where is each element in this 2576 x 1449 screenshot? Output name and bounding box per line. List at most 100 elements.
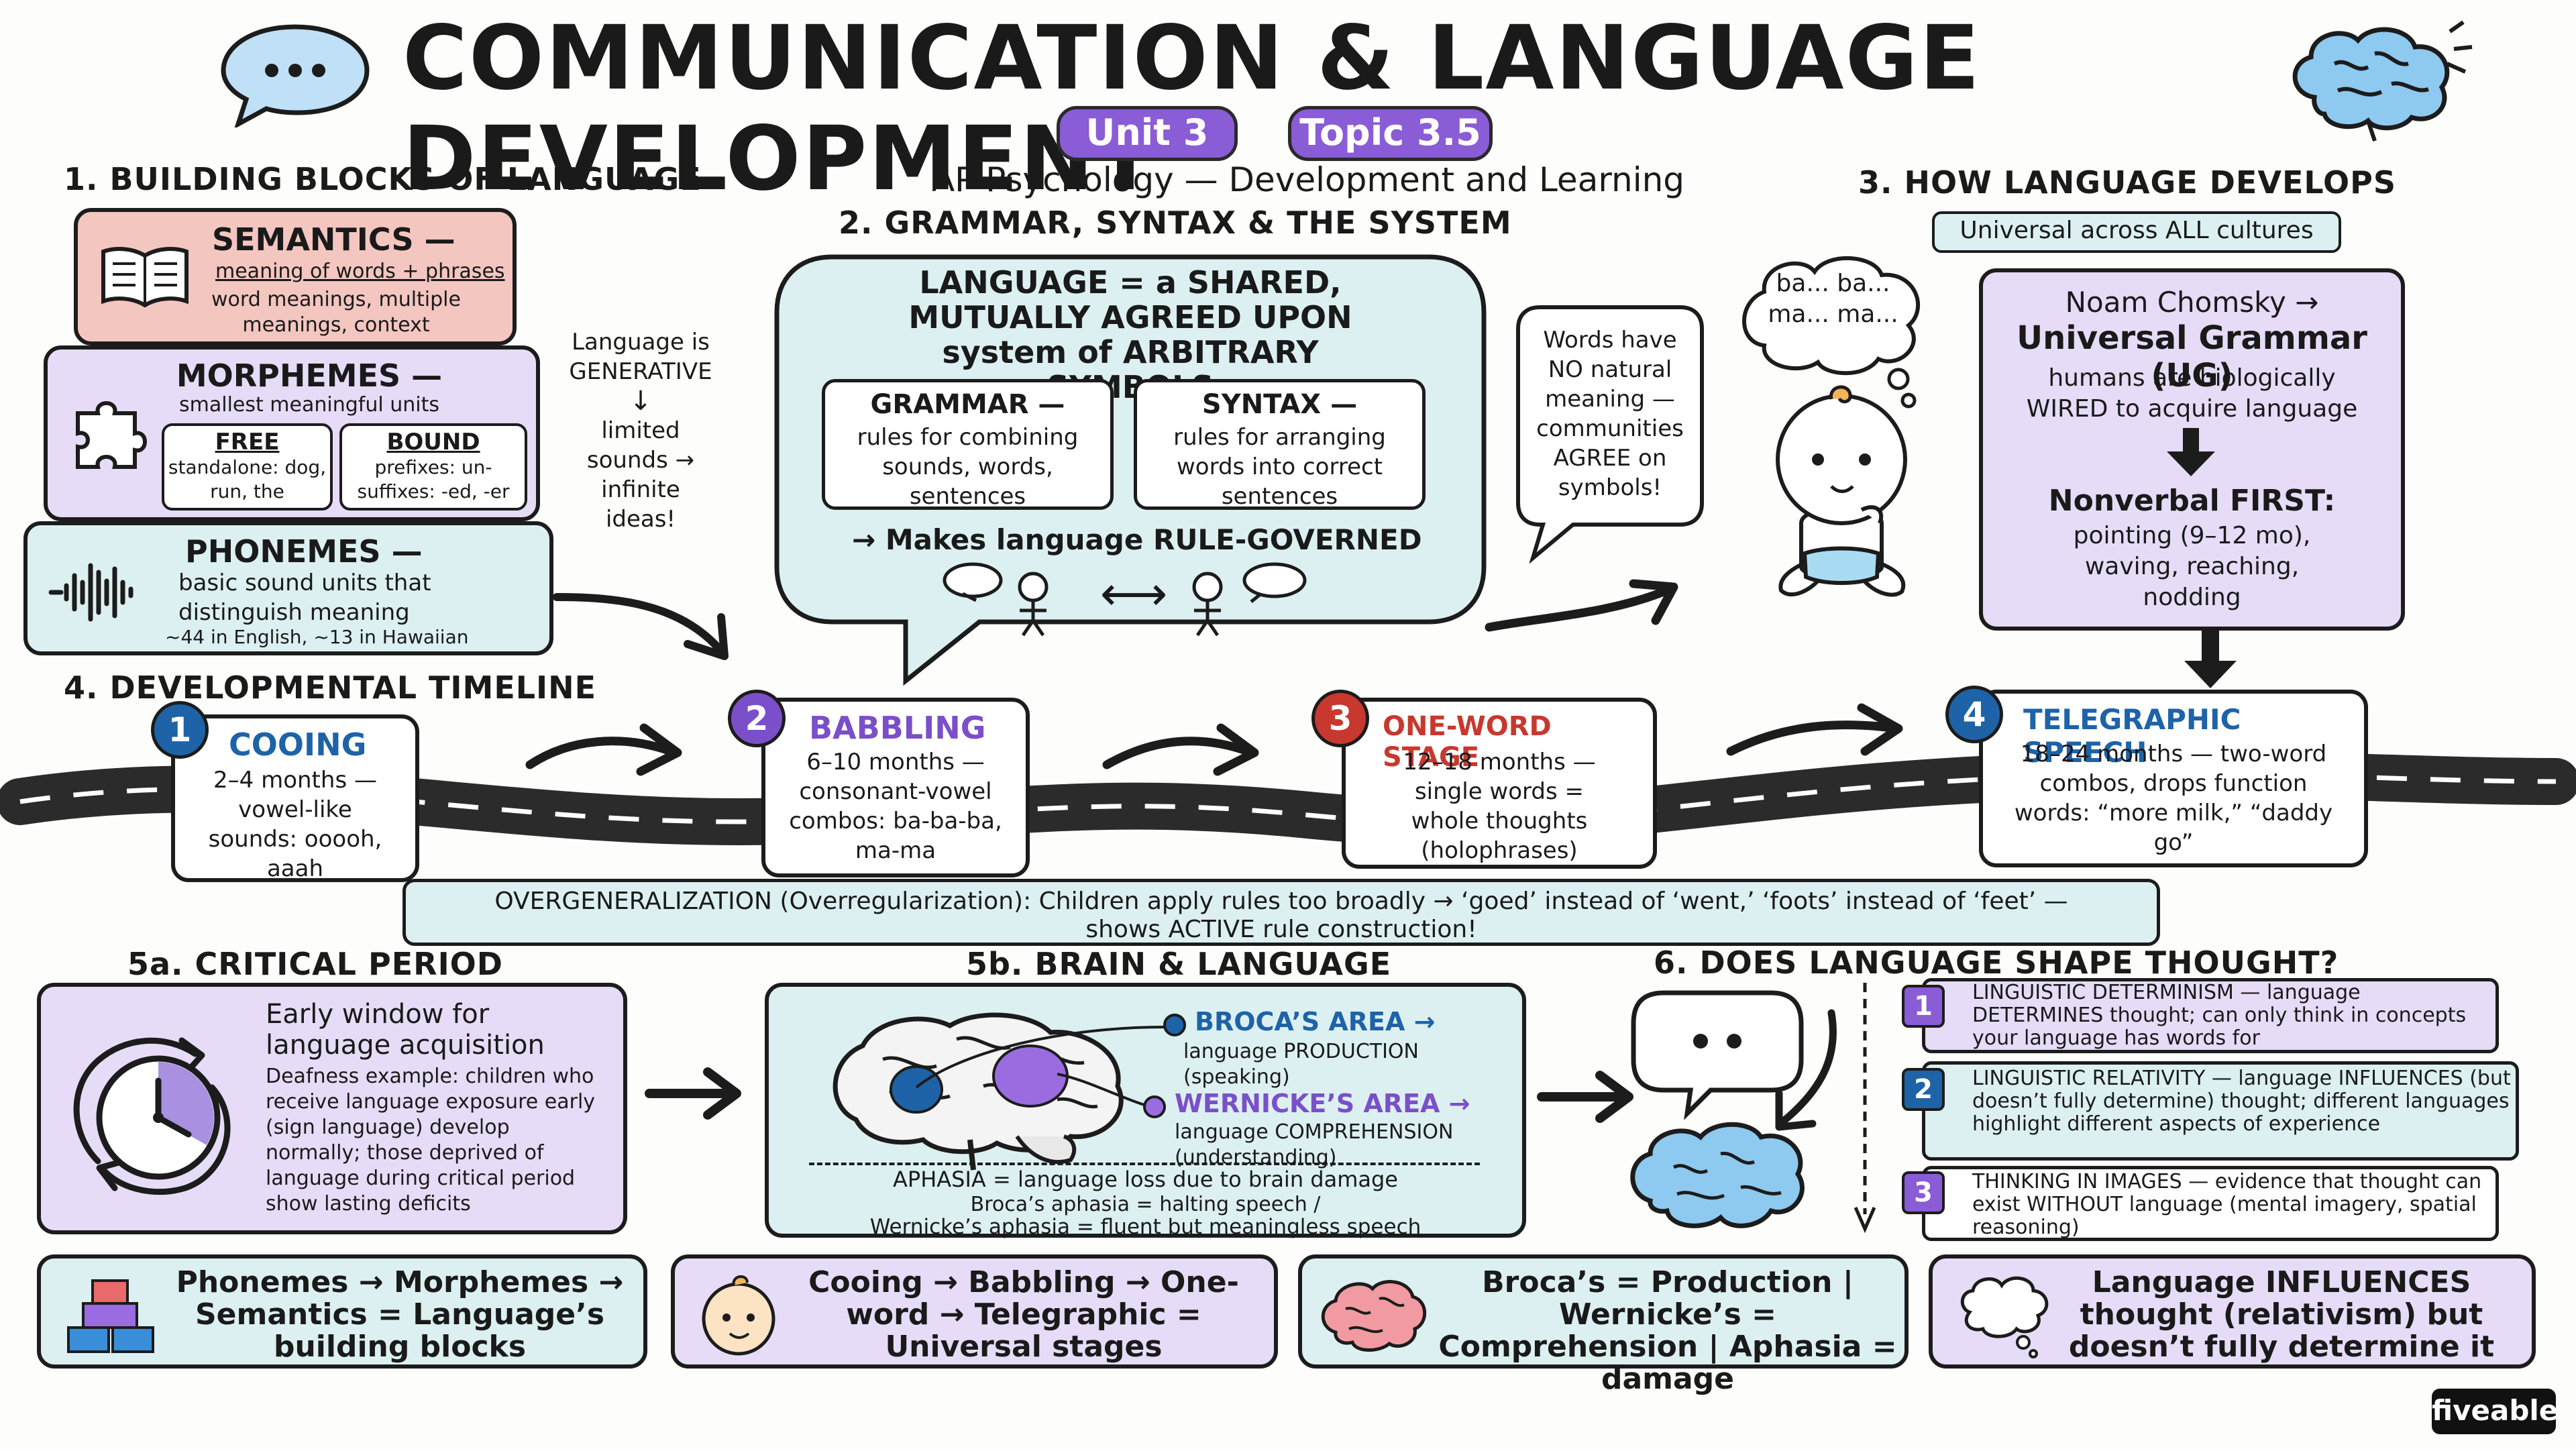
grammar-title: GRAMMAR —: [870, 389, 1065, 420]
wernicke-title: WERNICKE’S AREA →: [1175, 1089, 1470, 1118]
thought-cloud-icon: [1960, 1276, 2049, 1358]
summary-thought-text: Language INFLUENCES thought (relativism)…: [2068, 1265, 2495, 1364]
overgen-line-2: shows ACTIVE rule construction!: [1085, 916, 1477, 943]
page-title: COMMUNICATION & LANGUAGE DEVELOPMENT: [402, 7, 1982, 211]
exchange-arrow: ⟷: [1099, 566, 1168, 621]
semantics-body: word meanings, multiple meanings, contex…: [211, 288, 461, 337]
nonverbal-body: pointing (9–12 mo), waving, reaching, no…: [2073, 522, 2311, 611]
morphemes-sub: smallest meaningful units: [179, 393, 439, 417]
summary-brain-text: Broca’s = Production | Wernicke’s = Comp…: [1438, 1265, 1897, 1396]
phonemes-note: ~44 in English, ~13 in Hawaiian: [165, 626, 469, 648]
images-num: 3: [1902, 1171, 1945, 1214]
brain-language-box: BROCA’S AREA → language PRODUCTION (spea…: [765, 983, 1526, 1239]
section-1-title: 1. BUILDING BLOCKS OF LANGUAGE: [64, 161, 702, 197]
section-5a-title: 5a. CRITICAL PERIOD: [127, 946, 503, 982]
bound-morpheme-box: BOUND prefixes: un- suffixes: -ed, -er: [339, 423, 527, 511]
arrow-to-baby-icon: [1485, 579, 1678, 632]
semantics-box: SEMANTICS — meaning of words + phrases w…: [74, 208, 517, 345]
stage-one-word-card: ONE-WORD STAGE 12–18 months — single wor…: [1342, 698, 1657, 869]
section-4-title: 4. DEVELOPMENTAL TIMELINE: [64, 669, 597, 706]
broca-body: language PRODUCTION (speaking): [1183, 1040, 1419, 1089]
section-5b-title: 5b. BRAIN & LANGUAGE: [966, 946, 1392, 982]
phonemes-box: PHONEMES — basic sound units that distin…: [23, 521, 553, 655]
aphasia-def: APHASIA = language loss due to brain dam…: [893, 1167, 1398, 1192]
morphemes-title: MORPHEMES —: [176, 358, 443, 394]
images-text: THINKING IN IMAGES — evidence that thoug…: [1972, 1170, 2482, 1239]
broca-dot: [1163, 1014, 1186, 1036]
words-bubble-shape: [1516, 305, 1704, 564]
overgeneralization-banner: OVERGENERALIZATION (Overregularization):…: [402, 879, 2160, 946]
stage-babbling-title: BABBLING: [809, 710, 986, 746]
wernicke-body: language COMPREHENSION (understanding): [1175, 1120, 1454, 1169]
critical-period-box: Early window for language acquisition De…: [37, 983, 627, 1234]
syntax-body: rules for arranging words into correct s…: [1173, 424, 1386, 510]
determinism-card: LINGUISTIC DETERMINISM — language DETERM…: [1922, 978, 2499, 1053]
grammar-body: rules for combining sounds, words, sente…: [857, 424, 1079, 510]
baby-thought-text: ba... ba... ma... ma...: [1768, 270, 1898, 328]
stage-babbling-card: BABBLING 6–10 months — consonant-vowel c…: [761, 698, 1030, 877]
summary-stages-text: Cooing → Babbling → One-word → Telegraph…: [808, 1265, 1239, 1364]
arrow-right-icon: [645, 1067, 741, 1120]
stage-4-badge: 4: [1945, 686, 2003, 743]
free-body: standalone: dog, run, the: [168, 456, 327, 502]
stage-cooing-body: 2–4 months — vowel-like sounds: ooooh, a…: [208, 767, 382, 882]
arrow-to-grammar-icon: [553, 593, 729, 660]
summary-building-blocks: Phonemes → Morphemes → Semantics = Langu…: [37, 1254, 647, 1368]
brain-diagram-icon: [833, 1012, 1124, 1171]
syntax-box: SYNTAX — rules for arranging words into …: [1134, 379, 1426, 510]
stage-1-badge: 1: [151, 701, 209, 759]
section-3-title: 3. HOW LANGUAGE DEVELOPS: [1858, 164, 2397, 201]
chomsky-name: Noam Chomsky →: [2065, 286, 2319, 319]
baby-icon: [1776, 385, 1907, 597]
critical-period-body: Deafness example: children who receive l…: [266, 1065, 596, 1216]
unit-pill: Unit 3: [1057, 106, 1238, 161]
broca-aphasia: Broca’s aphasia = halting speech /: [970, 1193, 1321, 1216]
nonverbal-title: Nonverbal FIRST:: [2048, 484, 2336, 518]
stage-cooing-card: COOING 2–4 months — vowel-like sounds: o…: [171, 714, 419, 882]
determinism-text: LINGUISTIC DETERMINISM — language DETERM…: [1972, 981, 2467, 1050]
summary-brain: Broca’s = Production | Wernicke’s = Comp…: [1298, 1254, 1909, 1395]
wired-note: humans are biologically WIRED to acquire…: [2026, 364, 2358, 423]
subtitle: AP Psychology — Development and Learning: [931, 160, 1685, 199]
summary-stages: Cooing → Babbling → One-word → Telegraph…: [671, 1254, 1278, 1368]
generative-note: Language is GENERATIVE ↓ limited sounds …: [569, 329, 712, 533]
section-6-title: 6. DOES LANGUAGE SHAPE THOUGHT?: [1654, 945, 2339, 981]
words-note: Words have NO natural meaning — communit…: [1536, 327, 1684, 501]
syntax-title: SYNTAX —: [1201, 389, 1358, 420]
puzzle-icon: [76, 401, 147, 469]
summary-thought: Language INFLUENCES thought (relativism)…: [1929, 1254, 2536, 1368]
phonemes-body: basic sound units that distinguish meani…: [178, 570, 431, 626]
arrow-down-to-telegraphic-icon: [2184, 631, 2237, 688]
sound-wave-icon: [48, 563, 133, 622]
semantics-title: SEMANTICS —: [212, 221, 455, 258]
bound-body: prefixes: un- suffixes: -ed, -er: [357, 456, 510, 502]
section-2-title: 2. GRAMMAR, SYNTAX & THE SYSTEM: [839, 205, 1512, 241]
speech-bubble-icon: [221, 24, 370, 127]
relativity-card: LINGUISTIC RELATIVITY — language INFLUEN…: [1922, 1061, 2519, 1161]
topic-pill: Topic 3.5: [1288, 106, 1493, 161]
brain-icon: [2292, 20, 2473, 142]
free-morpheme-box: FREE standalone: dog, run, the: [162, 423, 333, 511]
baby-face-icon: [702, 1275, 775, 1356]
morphemes-box: MORPHEMES — smallest meaningful units FR…: [44, 345, 540, 521]
blocks-icon: [67, 1279, 154, 1353]
stage-one-word-body: 12–18 months — single words = whole thou…: [1403, 749, 1596, 864]
thinking-brain-icon: [1630, 990, 1837, 1228]
brand-logo: fiveable: [2432, 1389, 2558, 1434]
arrow-right-icon-2: [1537, 1071, 1633, 1123]
images-card: THINKING IN IMAGES — evidence that thoug…: [1922, 1166, 2499, 1241]
stage-3-badge: 3: [1311, 690, 1369, 747]
universal-tag: Universal across ALL cultures: [1932, 211, 2341, 253]
stage-telegraphic-card: TELEGRAPHIC SPEECH 18–24 months — two-wo…: [1979, 690, 2368, 867]
book-icon: [101, 247, 189, 308]
stage-one-word-title: ONE-WORD STAGE: [1383, 711, 1552, 773]
stage-babbling-body: 6–10 months — consonant-vowel combos: ba…: [789, 749, 1002, 864]
stage-2-badge: 2: [728, 690, 786, 747]
people-talking-icon: [943, 562, 1307, 637]
universal-grammar: Universal Grammar (UG): [2017, 319, 2367, 394]
phonemes-title: PHONEMES —: [185, 533, 423, 570]
critical-period-head: Early window for language acquisition: [266, 999, 545, 1061]
stage-cooing-title: COOING: [229, 727, 367, 763]
overgen-line-1: OVERGENERALIZATION (Overregularization):…: [494, 888, 2068, 915]
broca-title: BROCA’S AREA →: [1195, 1007, 1436, 1036]
